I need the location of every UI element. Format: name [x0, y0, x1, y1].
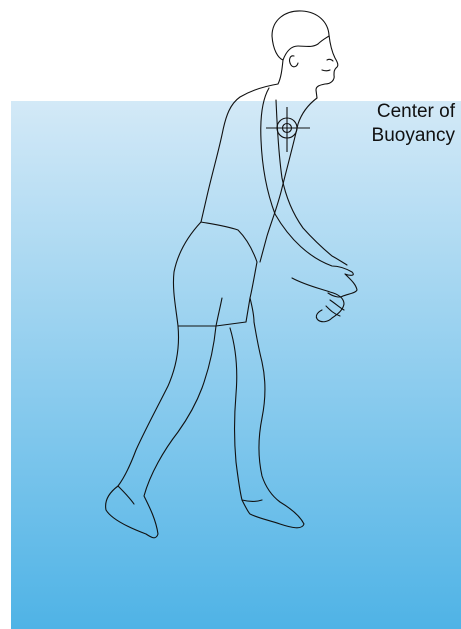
hair-outline [272, 36, 329, 60]
label-line-2: Buoyancy [335, 124, 455, 148]
ear-outline [290, 56, 298, 67]
head-outline [272, 11, 338, 98]
center-of-buoyancy-label: Center of Buoyancy [335, 100, 455, 148]
label-line-1: Center of [335, 100, 455, 124]
